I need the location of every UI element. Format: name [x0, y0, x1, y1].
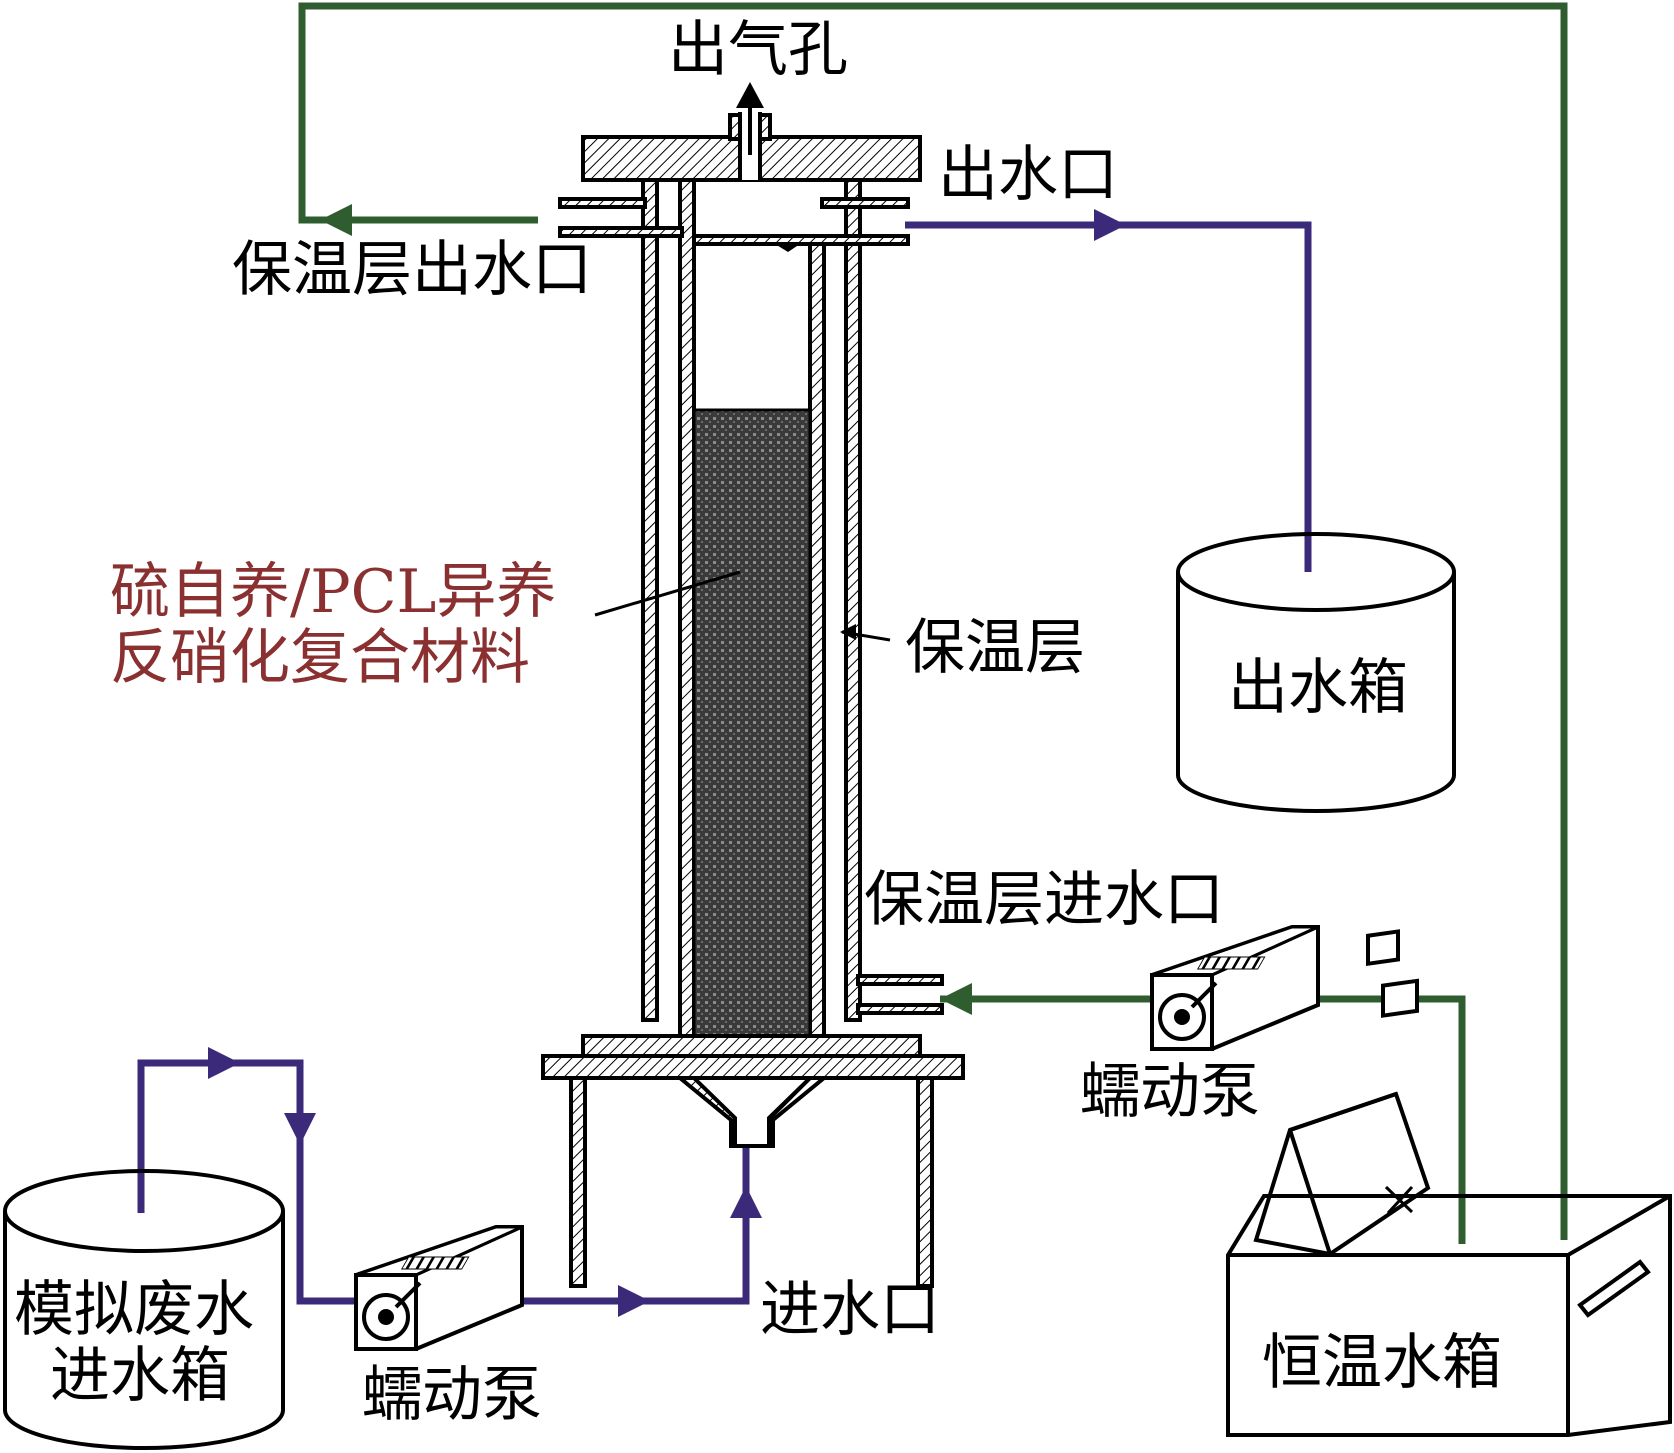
- blue-arrow-down-loop: [284, 1113, 316, 1145]
- pump-right-label: 蠕动泵: [1080, 1057, 1260, 1127]
- reactor-column: [541, 82, 965, 1288]
- pump-left-label: 蠕动泵: [362, 1360, 542, 1430]
- composite-leader-line: [594, 570, 741, 617]
- influent-tank: [3, 1169, 285, 1450]
- blue-arrow-effluent: [1094, 209, 1126, 241]
- effluent-tank: [1176, 532, 1456, 813]
- green-arrow-into-jacket: [940, 983, 972, 1015]
- influent-tank-label-line1: 模拟废水: [14, 1275, 254, 1345]
- blue-arrow-right-bottom: [618, 1285, 650, 1317]
- peristaltic-pump-icon: [354, 1225, 524, 1351]
- gas-outlet-label: 出气孔: [668, 15, 848, 85]
- water-outlet-label: 出水口: [938, 140, 1118, 210]
- blue-influent-pipe: [137, 1059, 750, 1305]
- jacket-outlet-label: 保温层出水口: [232, 235, 592, 305]
- water-inlet-label: 进水口: [760, 1275, 940, 1345]
- thermostatic-water-bath-icon: [1226, 929, 1672, 1437]
- green-supply-pipe: [940, 995, 1466, 1244]
- jacket-inlet-label: 保温层进水口: [864, 865, 1224, 935]
- composite-label-line1: 硫自养/PCL异养: [110, 557, 556, 627]
- composite-label-line2: 反硝化复合材料: [110, 623, 530, 693]
- influent-tank-label-line2: 进水箱: [50, 1341, 230, 1411]
- green-arrow-left: [320, 204, 352, 236]
- green-return-pipe: [298, 2, 1568, 1240]
- peristaltic-pump-icon: [1150, 925, 1320, 1051]
- blue-effluent-pipe: [905, 221, 1312, 572]
- blue-arrow-up-loop: [208, 1047, 240, 1079]
- blue-arrow-up-inlet: [730, 1186, 762, 1218]
- composite-material-bed: [692, 408, 812, 1062]
- effluent-tank-label: 出水箱: [1228, 653, 1408, 723]
- thermostat-tank-label: 恒温水箱: [1262, 1328, 1502, 1398]
- jacket-label: 保温层: [905, 613, 1085, 683]
